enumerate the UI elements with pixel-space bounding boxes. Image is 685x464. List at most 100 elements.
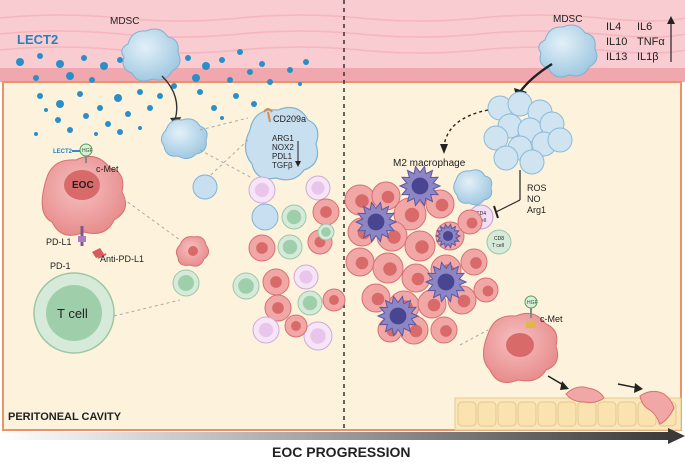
lect2-dot [56,100,64,108]
cytokine-il6: IL6 [637,21,652,33]
arrowhead [634,383,643,393]
cell-nucleus [427,298,441,312]
cell-nucleus [256,242,268,254]
lect2-dot [185,55,191,61]
lect2-dot [100,62,108,70]
cytokine-il4: IL4 [606,21,621,33]
zoom-line [117,194,181,241]
cell-nucleus [355,194,369,208]
lect2-dot [34,132,38,136]
mdsc-label-right: MDSC [553,14,582,25]
pdl1-label: PD-L1 [46,237,72,247]
lect2-dot [147,105,153,111]
tumor-mass-right [344,165,499,345]
progression-arrow [0,428,685,444]
mdsc-cell [519,149,545,175]
lect2-dot [56,60,64,68]
hgf-label-right: HGF [527,300,538,306]
lect2-dot [117,129,123,135]
cytokine-il10: IL10 [606,36,627,48]
lect2-dot [138,126,142,130]
lect2-dot [97,105,103,111]
lect2-dot [227,77,233,83]
invading-cell-2 [639,390,675,425]
mdsc-migration-arrow-right [519,62,553,93]
cell-nucleus [411,272,425,286]
zoom-line [459,329,489,346]
lect2-dot [83,113,89,119]
mdsc-aggregate [483,91,573,175]
immune-tumor-cluster-left [192,174,346,351]
cell-nucleus [258,322,274,338]
lect2-dot [81,55,87,61]
m2-polarization-arrow [443,109,489,147]
cell-nucleus [387,230,401,244]
lect2-dot [287,67,293,73]
invading-eoc-cell [483,295,559,383]
cell-nucleus [371,292,385,306]
cell-nucleus [272,302,284,314]
cell-nucleus [311,181,325,195]
lect2-dot [237,49,243,55]
lect2-dot [251,101,257,107]
cell-nucleus [329,295,339,305]
mdsc-label-left: MDSC [110,16,139,27]
lect2-dot [125,111,131,117]
lect2-dot [298,82,302,86]
cytokine-panel: IL4 IL6 IL10 TNFα IL13 IL1β [606,16,675,63]
lect2-small-label: LECT2 [53,149,73,155]
no-label: NO [527,194,541,204]
eoc-cell [41,143,127,236]
eoc-progression-label: EOC PROGRESSION [272,444,410,459]
zoom-line [199,117,249,131]
lect2-dot [37,93,43,99]
lect2-dot [197,89,203,95]
lect2-dot [219,57,225,63]
cell-nucleus [440,325,452,337]
cell-nucleus [286,209,302,225]
cytokine-il13: IL13 [606,51,627,63]
cell-nucleus [355,256,369,270]
cd8-sub-label: T cell [492,243,504,249]
mdsc-cell [251,203,279,231]
mdsc-cell [483,125,509,151]
cytokine-tnfa: TNFα [637,36,665,48]
cell-nucleus [383,262,397,276]
cell-nucleus [254,182,270,198]
mdsc-cell-cavity [160,118,208,160]
mesothelial-cell [597,401,617,427]
mesothelial-cell [537,401,557,427]
cell-nucleus [381,190,395,204]
tumor-cell-small-left [175,236,210,267]
arrowhead [667,16,675,24]
cell-nucleus [404,207,420,223]
cell-nucleus [466,217,478,229]
macrophage-nucleus [411,177,429,195]
lect2-dot [44,108,48,112]
lect2-dot [157,93,163,99]
tgfb-label: TGFβ [272,161,293,170]
lect2-dot [192,74,200,82]
zoom-line [113,299,181,317]
mesothelial-cell [497,401,517,427]
cd209a-label: CD209a [273,114,306,124]
cell-nucleus [299,270,313,284]
mdsc-cell [547,127,573,153]
arrowhead [295,161,301,167]
arrowhead [560,381,569,390]
cell-nucleus [457,294,471,308]
arg1-label: ARG1 [272,134,294,143]
t-cell-label: T cell [57,306,88,321]
lect2-dot [55,117,61,123]
lect2-dot [267,79,273,85]
nox2-label: NOX2 [272,143,294,152]
mesothelial-cell [457,401,477,427]
lect2-dot [33,75,39,81]
lect2-dot [114,94,122,102]
lect2-dot [66,72,74,80]
lect2-dot [303,59,309,65]
zoom-line [199,149,253,179]
cytokine-il1b: IL1β [637,51,659,63]
pdl1-inset-label: PDL1 [272,152,293,161]
